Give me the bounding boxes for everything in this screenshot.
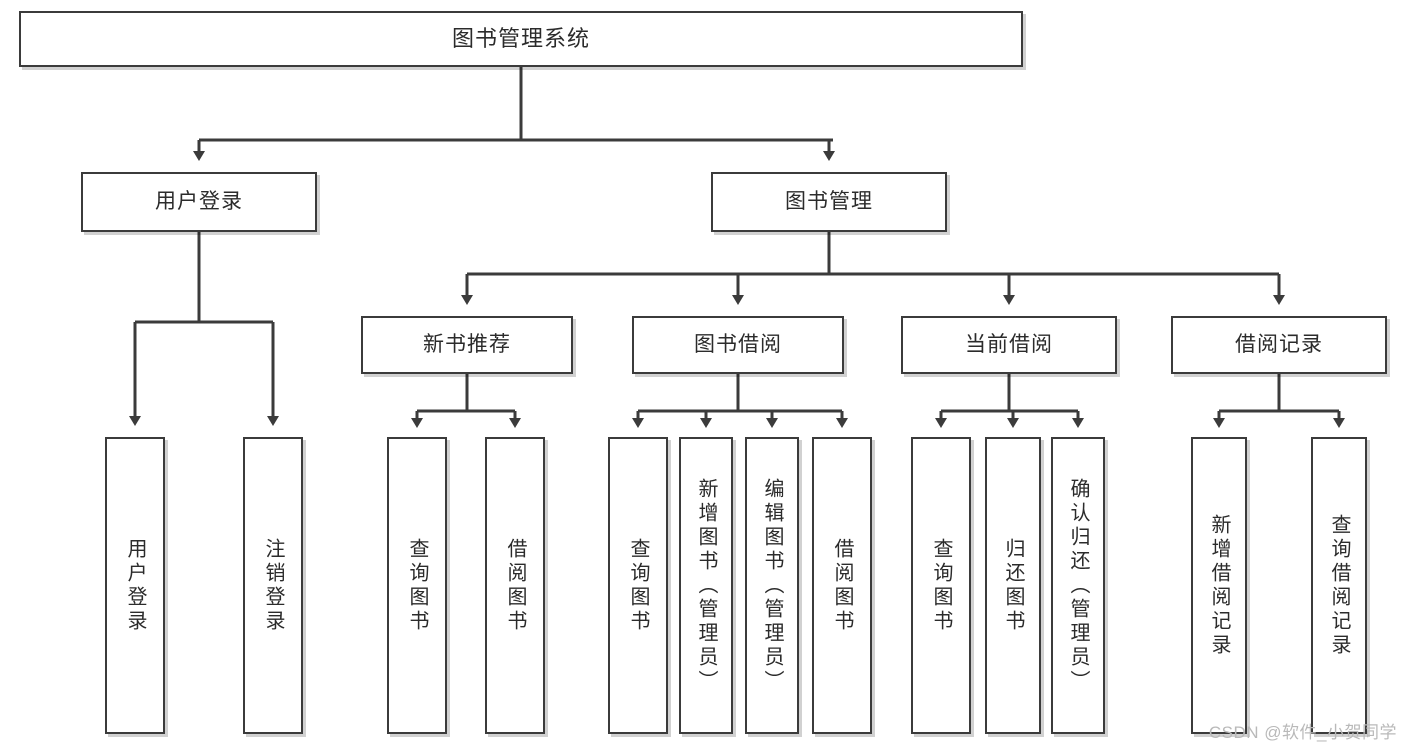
node-leaf-add-book-label: 新增图书（管理员）: [695, 477, 717, 694]
node-leaf-query-book-1[interactable]: 查询图书: [387, 437, 447, 734]
node-leaf-query-book-1-label: 查询图书: [406, 537, 428, 634]
node-leaf-confirm-return[interactable]: 确认归还（管理员）: [1051, 437, 1105, 734]
node-leaf-query-book-3[interactable]: 查询图书: [911, 437, 971, 734]
node-leaf-borrow-book-1[interactable]: 借阅图书: [485, 437, 545, 734]
node-leaf-edit-book[interactable]: 编辑图书（管理员）: [745, 437, 799, 734]
node-leaf-add-book[interactable]: 新增图书（管理员）: [679, 437, 733, 734]
node-new-book-rec[interactable]: 新书推荐: [361, 316, 573, 374]
node-leaf-borrow-book-2-label: 借阅图书: [831, 537, 853, 634]
node-leaf-logout[interactable]: 注销登录: [243, 437, 303, 734]
node-leaf-edit-book-label: 编辑图书（管理员）: [761, 477, 783, 694]
node-new-book-rec-label: 新书推荐: [423, 332, 511, 356]
node-leaf-borrow-book-1-label: 借阅图书: [504, 537, 526, 634]
node-book-borrow-label: 图书借阅: [694, 332, 782, 356]
node-leaf-confirm-return-label: 确认归还（管理员）: [1067, 477, 1089, 694]
node-root-label: 图书管理系统: [451, 26, 590, 52]
node-borrow-record-label: 借阅记录: [1235, 332, 1323, 356]
edge-current-borrow-to-leaves: [935, 374, 1084, 428]
node-leaf-query-book-3-label: 查询图书: [930, 537, 952, 634]
node-user-login[interactable]: 用户登录: [81, 172, 317, 232]
edge-book-manage-to-level2: [461, 232, 1285, 305]
node-leaf-return-book[interactable]: 归还图书: [985, 437, 1041, 734]
edge-borrow-record-to-leaves: [1213, 374, 1345, 428]
node-leaf-return-book-label: 归还图书: [1002, 537, 1024, 634]
node-leaf-query-record-label: 查询借阅记录: [1328, 513, 1350, 658]
node-leaf-borrow-book-2[interactable]: 借阅图书: [812, 437, 872, 734]
edge-new-book-rec-to-leaves: [411, 374, 521, 428]
node-borrow-record[interactable]: 借阅记录: [1171, 316, 1387, 374]
node-leaf-add-record-label: 新增借阅记录: [1208, 513, 1230, 658]
node-user-login-label: 用户登录: [155, 189, 243, 213]
node-book-borrow[interactable]: 图书借阅: [632, 316, 844, 374]
node-book-manage[interactable]: 图书管理: [711, 172, 947, 232]
edge-root-to-level1: [193, 67, 835, 161]
node-current-borrow-label: 当前借阅: [965, 332, 1053, 356]
node-leaf-user-login[interactable]: 用户登录: [105, 437, 165, 734]
node-root[interactable]: 图书管理系统: [19, 11, 1023, 67]
node-book-manage-label: 图书管理: [785, 189, 873, 213]
node-leaf-user-login-label: 用户登录: [124, 537, 146, 634]
node-leaf-logout-label: 注销登录: [262, 537, 284, 634]
node-leaf-query-record[interactable]: 查询借阅记录: [1311, 437, 1367, 734]
edge-book-borrow-to-leaves: [632, 374, 848, 428]
edge-user-login-to-leaves: [129, 232, 279, 426]
node-leaf-query-book-2[interactable]: 查询图书: [608, 437, 668, 734]
csdn-watermark: CSDN @软件_小贺同学: [1208, 723, 1397, 742]
node-leaf-query-book-2-label: 查询图书: [627, 537, 649, 634]
node-current-borrow[interactable]: 当前借阅: [901, 316, 1117, 374]
node-leaf-add-record[interactable]: 新增借阅记录: [1191, 437, 1247, 734]
